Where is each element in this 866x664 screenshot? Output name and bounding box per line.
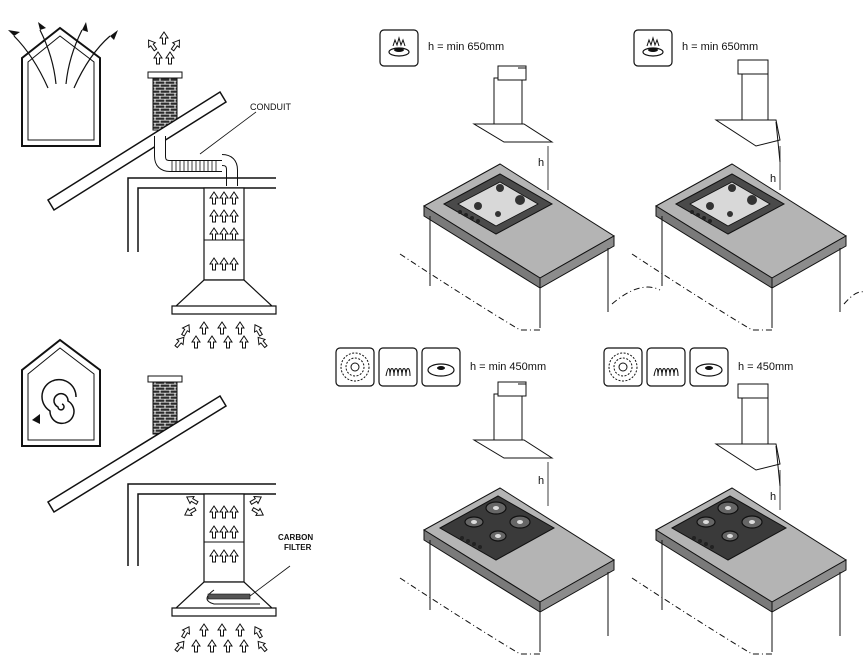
- conduit-leader: [199, 111, 257, 155]
- carbon-filter-leader: [249, 565, 291, 597]
- electric-hob-3: [438, 495, 556, 561]
- recirculation-scene: CARBON FILTER: [21, 338, 313, 654]
- gas-burner-icon-2: [633, 29, 673, 67]
- requirement-gas-wall: h = min 650mm: [682, 41, 758, 53]
- requirement-electric-wall: h = 450mm: [738, 361, 793, 373]
- hood-chimney-ducted: [203, 187, 245, 281]
- airflow-swirl: [206, 589, 260, 605]
- intake-arrows-recirc: [172, 623, 270, 654]
- height-label-1: h: [538, 157, 544, 169]
- halogen-coil-icon: [378, 347, 418, 387]
- panel-gas-island: h = min 650mm h: [379, 29, 661, 331]
- gas-hob-1: [442, 173, 554, 235]
- flexible-conduit: [154, 136, 238, 186]
- carbon-filter-label-2: FILTER: [284, 543, 312, 552]
- height-label-4: h: [770, 491, 776, 503]
- brick-chimney-2: [147, 375, 183, 435]
- induction-hob-icon-2: [603, 347, 643, 387]
- conduit-label: CONDUIT: [250, 102, 291, 112]
- carbon-filter-label-1: CARBON: [278, 533, 313, 542]
- induction-hob-icon: [335, 347, 375, 387]
- requirement-gas-island: h = min 650mm: [428, 41, 504, 53]
- island-hood-1: [473, 65, 553, 143]
- countertop-1: [399, 163, 661, 331]
- solid-hotplate-icon-2: [689, 347, 729, 387]
- hood-chimney-recirc: [203, 493, 245, 583]
- wall-hood-2: [714, 59, 781, 163]
- panel-electric-wall: h = 450mm h: [603, 347, 847, 655]
- house-ventilation-icon: [8, 22, 118, 147]
- hood-canopy-ducted: [171, 279, 277, 315]
- gas-hob-2: [674, 173, 786, 235]
- height-label-2: h: [770, 173, 776, 185]
- island-hood-3: [473, 381, 553, 459]
- carbon-filter: [207, 593, 251, 600]
- halogen-coil-icon-2: [646, 347, 686, 387]
- wall-hood-4: [714, 383, 781, 487]
- panel-gas-wall: h = min 650mm h: [631, 29, 865, 331]
- chimney-exhaust-arrows: [144, 31, 184, 65]
- solid-hotplate-icon: [421, 347, 461, 387]
- height-label-3: h: [538, 475, 544, 487]
- panel-electric-island: h = min 450mm h: [335, 347, 615, 655]
- roof-slope: [46, 90, 228, 212]
- house-recirculation-icon: [21, 338, 101, 447]
- roof-slope-2: [46, 394, 228, 514]
- intake-arrows-ducted: [172, 321, 270, 350]
- gas-burner-icon: [379, 29, 419, 67]
- requirement-electric-island: h = min 450mm: [470, 361, 546, 373]
- ceiling-structure: [127, 177, 276, 252]
- ducted-extraction-scene: CONDUIT: [8, 22, 291, 350]
- electric-hob-4: [670, 495, 788, 561]
